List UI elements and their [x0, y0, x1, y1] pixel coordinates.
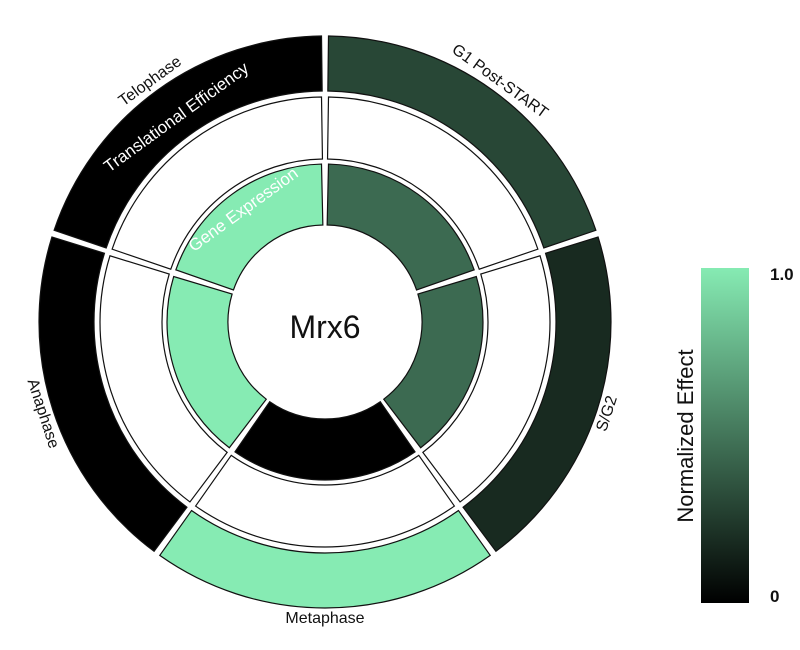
ring-segments [38, 35, 612, 609]
segment-translational-efficiency-2 [194, 454, 456, 548]
chart-title: Mrx6 [289, 309, 360, 345]
colorbar-gradient [701, 268, 749, 603]
segment-phase-0 [327, 35, 597, 249]
segment-phase-4 [53, 35, 323, 249]
colorbar-max-label: 1.0 [770, 265, 794, 284]
segment-phase-1 [462, 236, 612, 553]
segment-phase-2 [158, 509, 492, 609]
segment-translational-efficiency-1 [422, 255, 551, 503]
colorbar: 1.0 0 Normalized Effect [673, 265, 794, 606]
segment-gene-expression-2 [234, 400, 416, 481]
segment-gene-expression-4 [175, 163, 324, 291]
colorbar-title: Normalized Effect [673, 349, 698, 522]
phase-label-2: Metaphase [285, 610, 364, 627]
segment-translational-efficiency-0 [326, 96, 539, 270]
segment-gene-expression-0 [326, 163, 475, 291]
segment-gene-expression-1 [382, 275, 484, 449]
segment-phase-3 [38, 236, 188, 553]
colorbar-min-label: 0 [770, 587, 779, 606]
segment-translational-efficiency-4 [111, 96, 324, 270]
segment-gene-expression-3 [166, 275, 268, 449]
segment-translational-efficiency-3 [99, 255, 228, 503]
